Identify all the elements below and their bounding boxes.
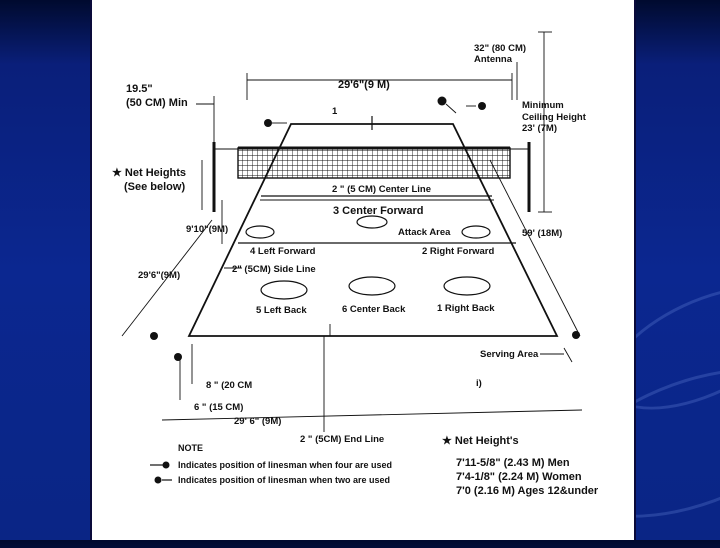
net-height-title: ★ Net Height's bbox=[442, 435, 519, 447]
linesman-marker bbox=[150, 332, 158, 340]
nine-meter-label: 9'10"(9M) bbox=[186, 224, 228, 235]
court-outline bbox=[187, 123, 559, 337]
side-29-label: 29'6"(9M) bbox=[138, 270, 180, 281]
length-59-label: 59' (18M) bbox=[522, 228, 562, 239]
side-length-dimension bbox=[121, 219, 213, 337]
four-linesmen-icon bbox=[162, 461, 170, 469]
note-title: NOTE bbox=[178, 443, 203, 453]
linesman-marker bbox=[437, 96, 447, 106]
center-forward-position bbox=[356, 215, 388, 229]
two-linesmen-icon bbox=[154, 476, 162, 484]
linesman-marker bbox=[264, 119, 272, 127]
note-two-linesmen: Indicates position of linesman when two … bbox=[178, 475, 390, 485]
six-inch-label: 6 " (15 CM) bbox=[194, 402, 243, 413]
center-back-label: 6 Center Back bbox=[342, 304, 406, 315]
center-line-label: 2 " (5 CM) Center Line bbox=[332, 184, 431, 195]
net-height-men: 7'11-5/8" (2.43 M) Men bbox=[456, 457, 570, 469]
right-back-position bbox=[443, 276, 491, 296]
center-back-position bbox=[348, 276, 396, 296]
center-mark-label: 1 bbox=[332, 106, 338, 117]
paren-mark-label: i) bbox=[476, 378, 482, 389]
eight-inch-label: 8 " (20 CM bbox=[206, 380, 252, 391]
linesman-marker bbox=[572, 331, 580, 339]
antenna-label: 32" (80 CM)Antenna bbox=[474, 43, 526, 65]
left-forward-position bbox=[245, 225, 275, 239]
left-back-label: 5 Left Back bbox=[256, 305, 307, 316]
serving-area-label: Serving Area bbox=[480, 349, 539, 360]
left-back-position bbox=[260, 280, 308, 300]
bottom-width-label: 29' 6" (9M) bbox=[234, 416, 281, 427]
end-line-label: 2 " (5CM) End Line bbox=[300, 434, 384, 445]
side-line-label: 2" (5CM) Side Line bbox=[232, 264, 316, 275]
volleyball-court-diagram: 32" (80 CM)Antenna 19.5"(50 CM) Min 29'6… bbox=[112, 31, 599, 497]
linesman-marker bbox=[478, 102, 486, 110]
diagram-panel: 32" (80 CM)Antenna 19.5"(50 CM) Min 29'6… bbox=[90, 0, 636, 540]
left-forward-label: 4 Left Forward bbox=[250, 246, 316, 257]
min-width-label: 19.5"(50 CM) Min bbox=[126, 83, 188, 109]
length-59-dimension bbox=[489, 159, 581, 337]
top-width-label: 29'6"(9 M) bbox=[338, 79, 390, 91]
note-four-linesmen: Indicates position of linesman when four… bbox=[178, 460, 392, 470]
right-forward-position bbox=[461, 225, 491, 239]
linesman-marker bbox=[174, 353, 182, 361]
right-forward-label: 2 Right Forward bbox=[422, 246, 495, 257]
bottom-width-dimension bbox=[161, 409, 583, 421]
net bbox=[237, 147, 511, 179]
attack-area-label: Attack Area bbox=[398, 227, 451, 238]
net-height-women: 7'4-1/8" (2.24 M) Women bbox=[456, 471, 582, 483]
net-heights-label: ★ Net Heights(See below) bbox=[112, 167, 186, 193]
right-back-label: 1 Right Back bbox=[437, 303, 495, 314]
net-height-youth: 7'0 (2.16 M) Ages 12&under bbox=[456, 485, 599, 497]
center-forward-label: 3 Center Forward bbox=[333, 205, 423, 217]
